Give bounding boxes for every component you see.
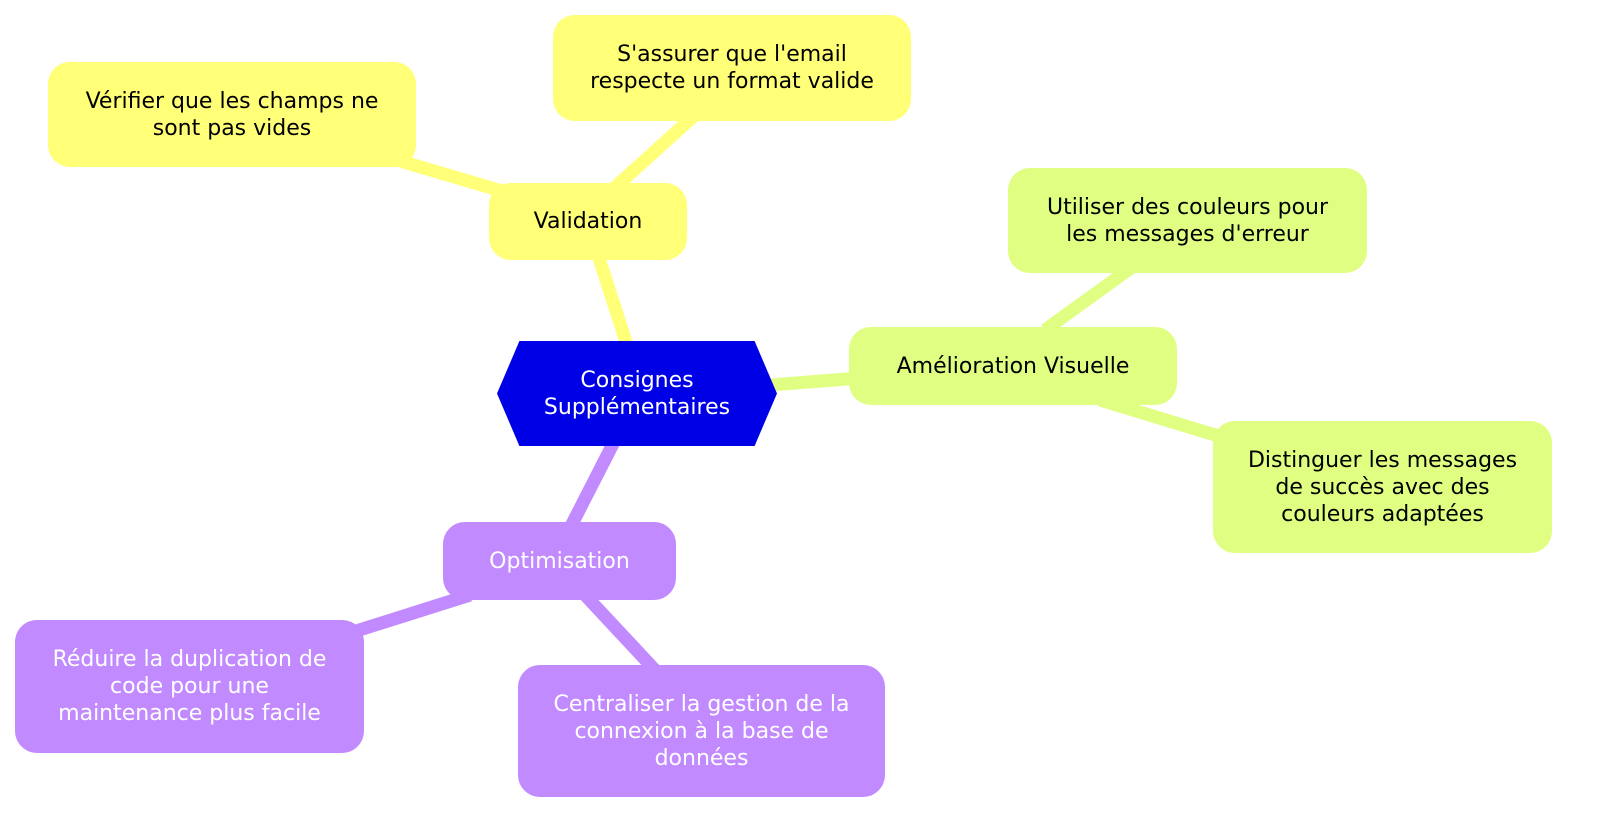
branch-amelioration-visuelle: Amélioration Visuelle	[849, 327, 1177, 405]
branch-optimisation: Optimisation	[443, 522, 676, 600]
leaf-couleurs-erreur: Utiliser des couleurs pour les messages …	[1008, 168, 1367, 273]
edge-amelioration-couleurs	[1041, 259, 1139, 336]
edge-root-validation	[591, 253, 634, 347]
edge-root-optimisation	[564, 437, 621, 531]
edge-validation-email	[607, 110, 700, 195]
edge-optimisation-duplication	[348, 588, 472, 640]
leaf-centraliser-connexion: Centraliser la gestion de la connexion à…	[518, 665, 885, 797]
root-node: Consignes Supplémentaires	[497, 341, 777, 446]
edge-root-amelioration	[769, 371, 861, 392]
edge-amelioration-succes	[1098, 393, 1227, 445]
leaf-verifier-champs: Vérifier que les champs ne sont pas vide…	[48, 62, 416, 167]
leaf-email-format: S'assurer que l'email respecte un format…	[553, 15, 911, 121]
leaf-reduire-duplication: Réduire la duplication de code pour une …	[15, 620, 364, 753]
leaf-messages-succes: Distinguer les messages de succès avec d…	[1213, 421, 1552, 553]
edge-optimisation-connexion	[580, 590, 660, 675]
branch-validation: Validation	[489, 183, 687, 260]
